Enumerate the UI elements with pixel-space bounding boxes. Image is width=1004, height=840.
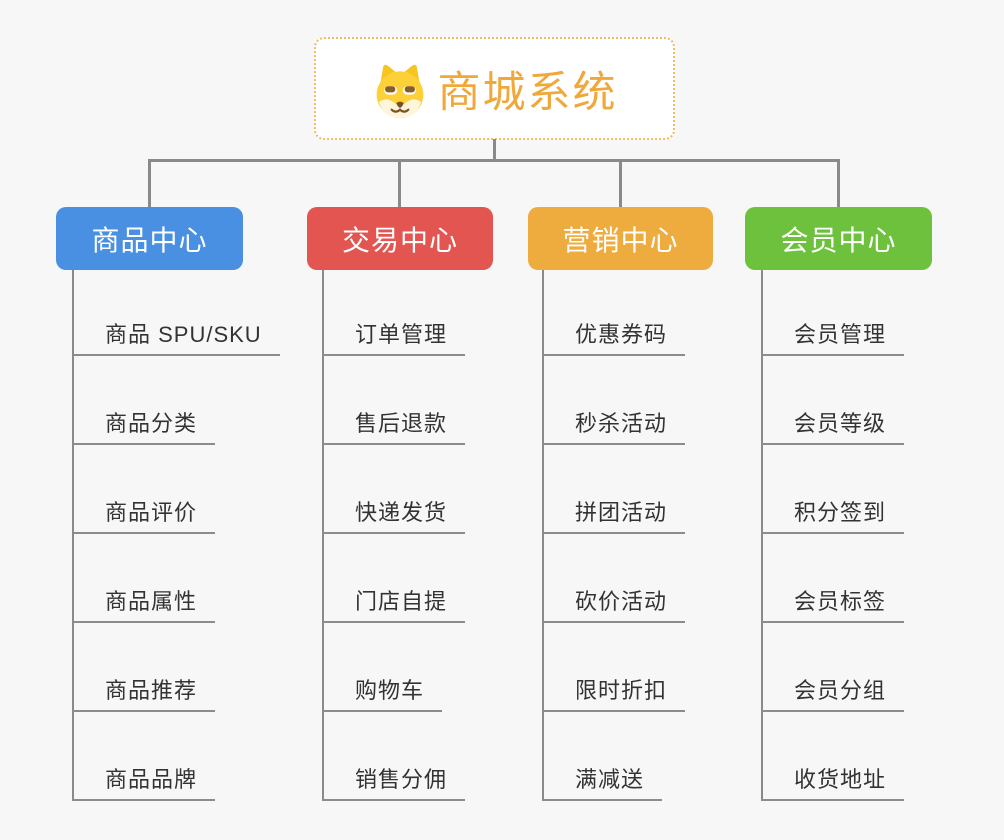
child-node-full-reduction[interactable]: 满减送 bbox=[542, 765, 663, 801]
connector-trunk-member bbox=[761, 270, 763, 801]
child-node-sales-commission[interactable]: 销售分佣 bbox=[322, 765, 466, 801]
dog-face-icon bbox=[376, 64, 423, 118]
branch-node-member-center[interactable]: 会员中心 bbox=[745, 207, 932, 270]
child-node-store-pickup[interactable]: 门店自提 bbox=[322, 587, 466, 623]
branch-node-product-center[interactable]: 商品中心 bbox=[56, 207, 243, 270]
child-node-limited-discount[interactable]: 限时折扣 bbox=[542, 676, 686, 712]
connector-drop-member bbox=[837, 159, 840, 208]
connector-root-drop bbox=[493, 139, 496, 160]
root-title: 商城系统 bbox=[437, 68, 618, 117]
child-node-product-spu-sku[interactable]: 商品 SPU/SKU bbox=[72, 320, 280, 356]
child-node-flash-sale[interactable]: 秒杀活动 bbox=[542, 409, 686, 445]
connector-bus bbox=[149, 159, 840, 162]
child-node-member-groups[interactable]: 会员分组 bbox=[761, 676, 905, 712]
connector-drop-marketing bbox=[619, 159, 622, 208]
branch-node-trade-center[interactable]: 交易中心 bbox=[307, 207, 493, 270]
child-node-points-checkin[interactable]: 积分签到 bbox=[761, 498, 905, 534]
child-node-shopping-cart[interactable]: 购物车 bbox=[322, 676, 443, 712]
child-node-shipping-address[interactable]: 收货地址 bbox=[761, 765, 905, 801]
child-node-product-attr[interactable]: 商品属性 bbox=[72, 587, 216, 623]
child-node-coupon-code[interactable]: 优惠券码 bbox=[542, 320, 686, 356]
connector-trunk-product bbox=[72, 270, 74, 801]
child-node-after-sale-refund[interactable]: 售后退款 bbox=[322, 409, 466, 445]
child-node-member-management[interactable]: 会员管理 bbox=[761, 320, 905, 356]
child-node-member-level[interactable]: 会员等级 bbox=[761, 409, 905, 445]
connector-trunk-marketing bbox=[542, 270, 544, 801]
child-node-order-management[interactable]: 订单管理 bbox=[322, 320, 466, 356]
child-node-product-brand[interactable]: 商品品牌 bbox=[72, 765, 216, 801]
root-node[interactable]: 商城系统 bbox=[314, 37, 675, 140]
connector-drop-trade bbox=[398, 159, 401, 208]
child-node-product-recommend[interactable]: 商品推荐 bbox=[72, 676, 216, 712]
child-node-product-review[interactable]: 商品评价 bbox=[72, 498, 216, 534]
connector-drop-product bbox=[148, 159, 151, 208]
child-node-group-buying[interactable]: 拼团活动 bbox=[542, 498, 686, 534]
child-node-member-tags[interactable]: 会员标签 bbox=[761, 587, 905, 623]
branch-node-marketing-center[interactable]: 营销中心 bbox=[528, 207, 713, 270]
child-node-bargain-activity[interactable]: 砍价活动 bbox=[542, 587, 686, 623]
child-node-product-category[interactable]: 商品分类 bbox=[72, 409, 216, 445]
connector-trunk-trade bbox=[322, 270, 324, 801]
child-node-express-shipping[interactable]: 快递发货 bbox=[322, 498, 466, 534]
